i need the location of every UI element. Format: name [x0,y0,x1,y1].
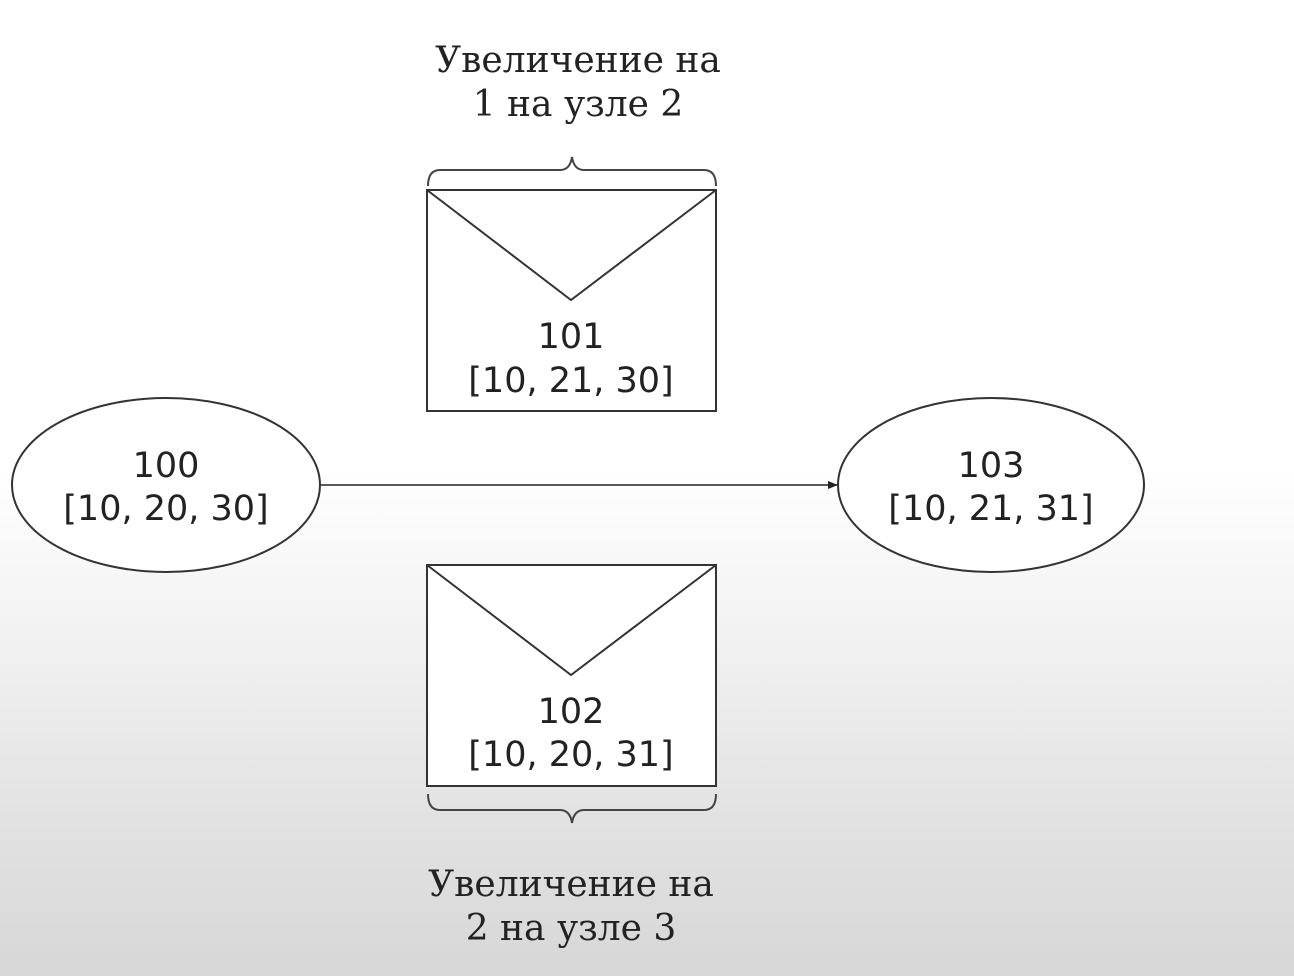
bottom-annotation-line1: Увеличение на [428,864,714,905]
top-brace-icon [427,156,717,187]
bottom-annotation: Увеличение на 2 на узле 3 [428,864,714,949]
envelope-flap [426,564,717,677]
node-100-ellipse [11,397,321,573]
bottom-annotation-line2: 2 на узле 3 [466,908,677,949]
node-103: 103 [10, 21, 31] [837,397,1145,573]
message-101: 101 [10, 21, 30] [426,189,717,412]
message-102-id: 102 [538,692,605,732]
node-103-ellipse [837,397,1145,573]
node-100-id: 100 [133,446,200,486]
message-102-vector: [10, 20, 31] [468,735,673,775]
message-101-id: 101 [538,317,605,357]
bottom-brace-icon [427,793,717,824]
message-101-vector: [10, 21, 30] [468,361,673,401]
message-102: 102 [10, 20, 31] [426,564,717,787]
node-103-id: 103 [958,446,1025,486]
top-annotation-line1: Увеличение на [435,40,721,81]
node-103-vector: [10, 21, 31] [888,489,1093,529]
node-100: 100 [10, 20, 30] [11,397,321,573]
envelope-flap [426,189,717,302]
top-annotation: Увеличение на 1 на узле 2 [435,40,721,125]
top-annotation-line2: 1 на узле 2 [473,84,684,125]
node-100-vector: [10, 20, 30] [63,489,268,529]
